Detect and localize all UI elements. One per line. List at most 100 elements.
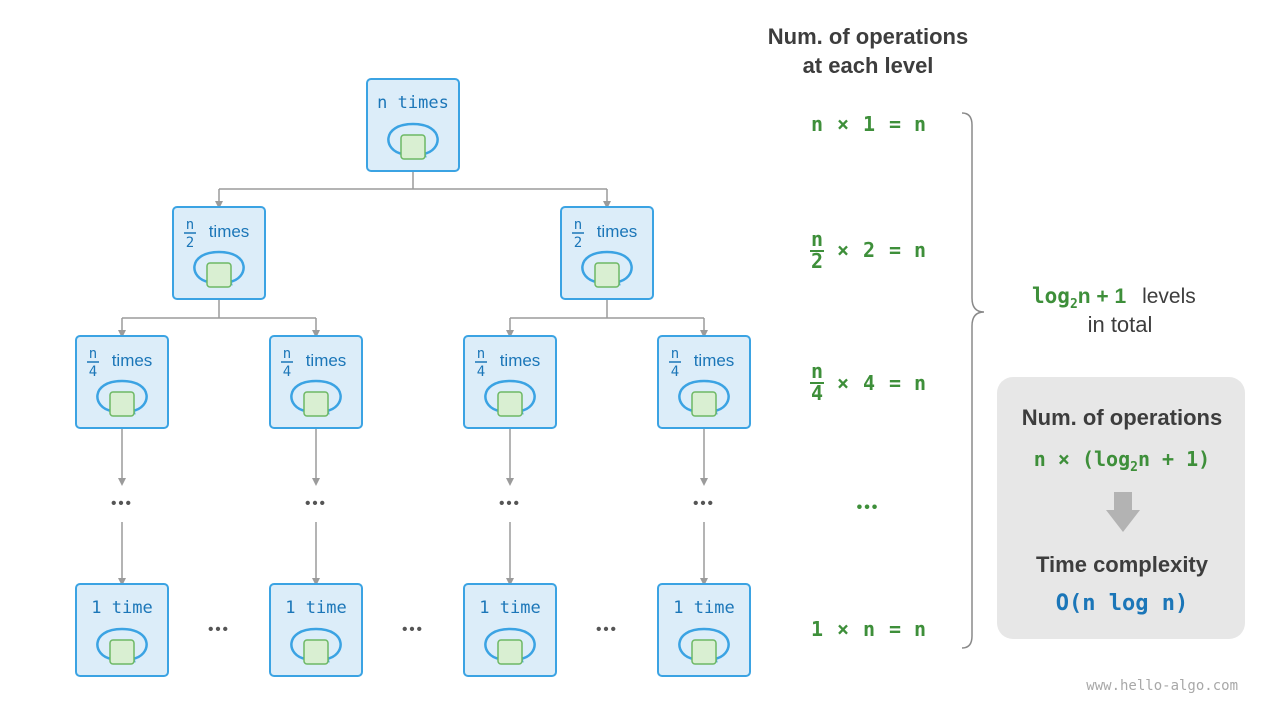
root-node: n times [366,78,460,172]
levels-word: levels [1142,285,1196,308]
node-label-denominator: 4 [477,364,485,380]
row1-lhs: n [811,112,823,136]
panel-title: Num. of operations [1022,405,1222,430]
node-label-denominator: 4 [671,364,679,380]
levels-count-text: log2n + 1 levels [1032,284,1196,312]
tree-ellipsis: ••• [111,495,133,512]
loop-arrow-icon [193,250,245,286]
operation-box-icon [206,262,232,288]
node-label-word: times [694,351,735,370]
ops-ellipsis: ••• [857,499,880,516]
level1-node: n 2 times [560,206,654,300]
tree-ellipsis: ••• [693,495,715,512]
node-label-numerator: n [574,217,582,233]
node-label-word: times [500,351,541,370]
tree-connectors [118,171,708,586]
levels-log: log [1032,284,1070,308]
operation-box-icon [109,391,135,417]
node-label-denominator: 2 [186,235,194,251]
row3-rhs: n [914,371,926,395]
loop-arrow-icon [678,379,730,415]
node-label: 1 time [673,598,734,618]
operation-box-icon [497,639,523,665]
node-label-numerator: n [477,346,485,362]
loop-arrow-icon [484,379,536,415]
level2-node: n 4 times [269,335,363,429]
leaf-ellipsis: ••• [596,621,618,638]
node-label-word: times [306,351,347,370]
loop-arrow-icon [290,379,342,415]
operation-box-icon [691,639,717,665]
loop-arrow-icon [387,122,439,158]
node-label: 1 time [91,598,152,618]
row2-factor: 2 [863,238,875,262]
row3-den: 4 [811,381,823,405]
leaf-ellipsis: ••• [208,621,230,638]
level-ops-row-3: n 4 × 4 = n [810,359,926,405]
panel-formula: n × (log2n + 1) [1034,447,1210,475]
panel-result: O(n log n) [1056,591,1188,616]
panel-formula-pre: n × (log [1034,447,1130,471]
node-label-denominator: 4 [283,364,291,380]
node-label-word: times [112,351,153,370]
loop-arrow-icon [96,379,148,415]
tree-ellipses: ••• ••• ••• ••• ••• ••• ••• [111,495,715,638]
panel-formula-post: n + 1) [1138,447,1210,471]
operation-box-icon [691,391,717,417]
row3-factor: 4 [863,371,875,395]
loop-arrow-icon [290,627,342,663]
leaf-node: 1 time [463,583,557,677]
row1-op: × [837,112,849,136]
level2-node: n 4 times [463,335,557,429]
level-ops-row-2: n 2 × 2 = n [810,227,926,273]
row4-op: × [837,617,849,641]
levels-curly-brace [961,112,985,649]
level-ops-row-4: 1 × n = n [811,617,926,641]
levels-rest: n + 1 [1078,285,1127,308]
row3-eq: = [889,371,901,395]
operation-box-icon [303,391,329,417]
node-label-denominator: 2 [574,235,582,251]
down-arrow-icon [1106,492,1140,532]
level-ops-row-1: n × 1 = n [811,112,926,136]
watermark: www.hello-algo.com [1086,678,1238,694]
loop-arrow-icon [581,250,633,286]
row4-eq: = [889,617,901,641]
row4-lhs: 1 [811,617,823,641]
operation-box-icon [109,639,135,665]
levels-line2: in total [1088,312,1153,337]
row4-rhs: n [914,617,926,641]
ops-heading-line2: at each level [803,53,934,78]
node-label: 1 time [479,598,540,618]
row2-eq: = [889,238,901,262]
leaf-ellipsis: ••• [402,621,424,638]
loop-arrow-icon [484,627,536,663]
leaf-node: 1 time [75,583,169,677]
row1-eq: = [889,112,901,136]
panel-formula-sub: 2 [1130,460,1138,475]
tree-ellipsis: ••• [305,495,327,512]
row4-factor: n [863,617,875,641]
leaf-node: 1 time [269,583,363,677]
row1-rhs: n [914,112,926,136]
row1-factor: 1 [863,112,875,136]
operation-box-icon [497,391,523,417]
panel-subtitle: Time complexity [1036,552,1209,577]
loop-arrow-icon [96,627,148,663]
operation-box-icon [594,262,620,288]
node-label-word: times [597,222,638,241]
row3-op: × [837,371,849,395]
node-label-numerator: n [186,217,194,233]
levels-log-base: 2 [1070,297,1078,312]
node-label: n times [377,93,449,113]
tree-ellipsis: ••• [499,495,521,512]
row3-num: n [811,359,823,383]
node-label-numerator: n [283,346,291,362]
row2-op: × [837,238,849,262]
ops-heading-line1: Num. of operations [768,24,968,49]
node-label-denominator: 4 [89,364,97,380]
